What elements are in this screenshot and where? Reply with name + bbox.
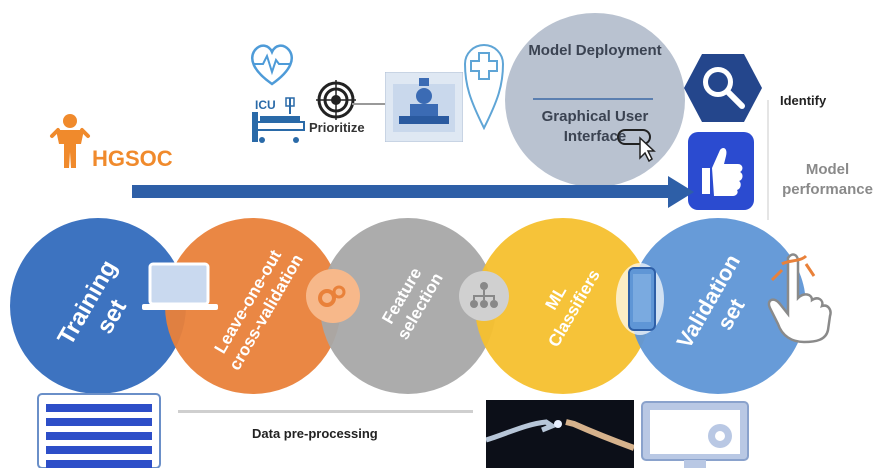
identify-label: Identify [780,93,827,108]
robot-hand-icon [486,400,634,468]
finger-ribbon-icon [767,253,832,344]
connector-line [352,103,392,105]
arrow-head [668,176,694,208]
model-deployment-circle [505,13,685,187]
hierarchy-icon [459,271,509,321]
server-icon [37,393,161,468]
person-icon [50,114,90,168]
gears-icon [306,269,360,323]
hgsoc-label: HGSOC [92,146,173,171]
laptop-icon [142,262,218,310]
icu-label: ICU [255,98,276,112]
heart-monitor-icon [251,44,293,86]
target-icon [316,80,356,120]
search-hexagon-icon [684,54,762,122]
medical-image-icon [385,72,463,142]
location-pin-icon [463,44,505,130]
preprocessing-line [178,410,473,413]
pipeline-arrow [132,185,672,198]
monitor-gear-icon [641,401,749,468]
gui-label: Graphical User Interface [541,108,649,145]
model-performance-label: Model performance [782,161,873,198]
phone-icon [616,263,664,335]
deployment-divider [533,98,653,100]
thumbs-up-icon [688,132,754,210]
data-preprocessing-label: Data pre-processing [252,426,378,441]
prioritize-label: Prioritize [309,120,365,135]
hospital-bed-icon [252,97,305,143]
cursor-icon [617,129,656,162]
model-deployment-label: Model Deployment [528,42,662,59]
side-divider [767,100,769,220]
